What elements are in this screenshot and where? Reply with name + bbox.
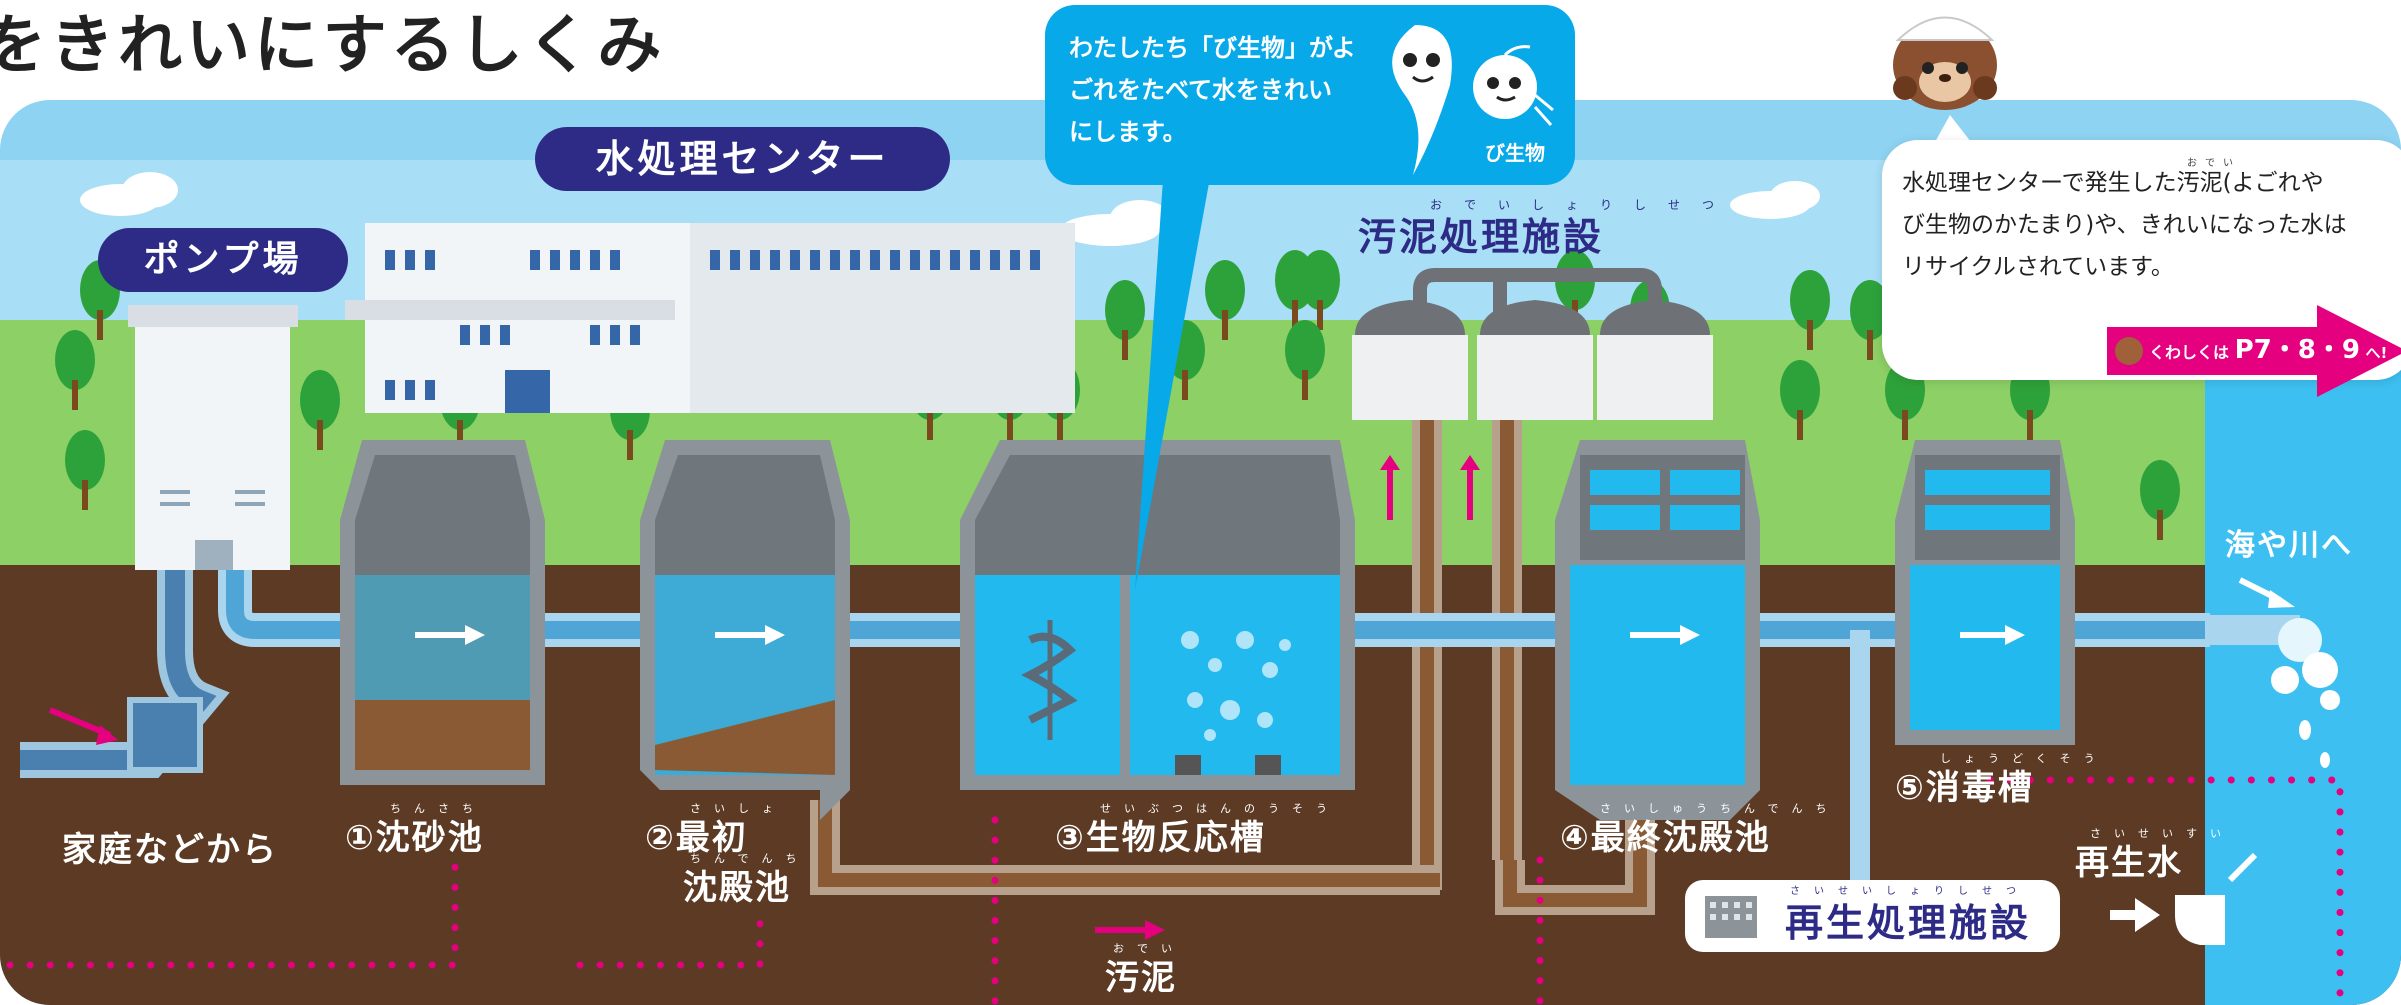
recycle-facility-ruby: さいせいしょりしせつ: [1790, 886, 2030, 897]
sludge-facility-ruby: おでいしょりしせつ: [1430, 198, 1737, 212]
mascot-callout-line: び生物のかたまり)や、きれいになった水は: [1902, 212, 2347, 238]
mascot-callout: おでい 水処理センターで発生した汚泥(よごれや び生物のかたまり)や、きれいにな…: [1882, 140, 2401, 397]
from-homes-label: 家庭などから: [62, 830, 278, 870]
pump-station-building: [128, 305, 298, 570]
building-icon: [1705, 896, 1757, 938]
tank-3-label: ③生物反応槽: [1055, 818, 1266, 858]
microbe-tag: び生物: [1485, 141, 1545, 165]
details-link-prefix: くわしくは: [2149, 343, 2230, 362]
pump-station-label: ポンプ場: [98, 228, 348, 292]
water-center-label: 水処理センター: [535, 127, 950, 191]
details-link-pages: P7・8・9: [2234, 335, 2360, 365]
sludge-facility-structure: [1352, 268, 1713, 890]
reclaimed-water-label: 再生水: [2075, 843, 2183, 883]
reclaimed-water-ruby: さいせいすい: [2090, 827, 2234, 840]
bubble-pointer: [1135, 150, 1215, 590]
mascot-icon: [1893, 16, 1997, 110]
tank-2-primary-settling: [640, 440, 850, 820]
dotted-flow-lines: [6, 776, 2344, 1005]
microbe-bubble-text: わたしたち「び生物」がよ ごれをたべて水をきれい にします。: [1069, 27, 1356, 153]
mascot-callout-text: 水処理センターで発生した汚泥(よごれや び生物のかたまり)や、きれいになった水は…: [1902, 162, 2347, 288]
microbe-bubble-line: ごれをたべて水をきれい: [1069, 76, 1333, 104]
outflow-splash: [2205, 577, 2340, 768]
tank-5-label: ⑤消毒槽: [1895, 768, 2034, 808]
sludge-pipes: [810, 760, 1655, 940]
microbe-speech-bubble: わたしたち「び生物」がよ ごれをたべて水をきれい にします。 び生物: [1045, 5, 1575, 185]
treatment-building: [345, 223, 1075, 413]
sludge-label: 汚泥: [1105, 958, 1177, 998]
tank-4-final-settling: [1555, 440, 1760, 820]
recycle-facility-label: 再生処理施設: [1785, 901, 2032, 945]
tank-5-ruby: しょうどくそう: [1940, 752, 2108, 765]
microbe-bubble-line: にします。: [1069, 118, 1187, 146]
tank-2-label: ②最初: [645, 818, 748, 858]
microbe-bubble-line: わたしたち「び生物」がよ: [1069, 34, 1356, 62]
tank-3-bioreactor: [960, 440, 1355, 790]
sludge-ruby-small: おでい: [2187, 158, 2241, 169]
microbe-icon: [1392, 25, 1554, 175]
details-link-text: くわしくは P7・8・9 へ!: [2149, 329, 2387, 366]
tank-1-label: ①沈砂池: [345, 818, 484, 858]
mascot-callout-line: 水処理センターで発生した汚泥(よごれや: [1902, 170, 2324, 196]
sludge-facility-label: 汚泥処理施設: [1358, 215, 1605, 259]
details-link-suffix: へ!: [2365, 344, 2388, 362]
tank-2-label-2: 沈殿池: [683, 868, 791, 908]
tank-1-grit-chamber: [340, 440, 545, 785]
tank-2-ruby-2: ちんでんち: [690, 852, 810, 865]
tank-4-label: ④最終沈殿池: [1560, 818, 1771, 858]
water-pipes: [20, 570, 2210, 900]
toilet-icon: [2110, 852, 2258, 945]
mascot-callout-line: リサイクルされています。: [1902, 254, 2174, 280]
details-link[interactable]: くわしくは P7・8・9 へ!: [2107, 305, 2401, 397]
to-sea-label: 海や川へ: [2225, 528, 2353, 563]
page-title: をきれいにするしくみ: [0, 9, 666, 83]
pink-arrow-icon: [2107, 305, 2401, 397]
tank-2-ruby: さいしょ: [690, 802, 786, 815]
recycle-facility-badge-bg: [1685, 880, 2060, 952]
tank-5-disinfection: [1895, 440, 2075, 745]
tank-4-ruby: さいしゅうちんでんち: [1600, 802, 1840, 815]
sludge-ruby: おでい: [1113, 942, 1185, 955]
tank-1-ruby: ちんさち: [390, 802, 486, 815]
tank-3-ruby: せいぶつはんのうそう: [1100, 802, 1340, 815]
